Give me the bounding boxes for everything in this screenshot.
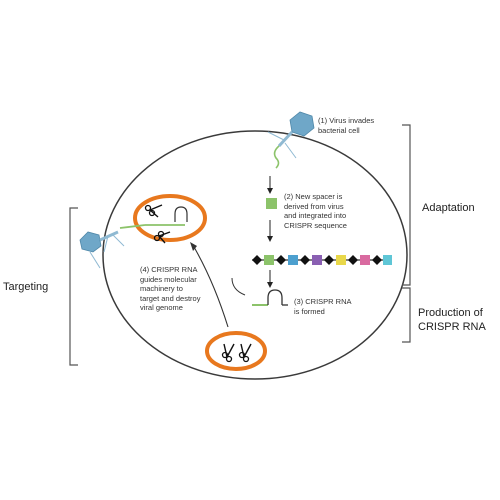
scissors-icon — [153, 230, 171, 244]
arrow-down-1 — [267, 176, 273, 194]
arrow-curve-to-target — [190, 242, 246, 328]
phage-icon — [79, 230, 125, 269]
targeting-bracket — [69, 207, 78, 366]
new-spacer — [266, 198, 277, 209]
phage-icon — [267, 111, 315, 169]
phase-targeting: Targeting — [3, 281, 49, 293]
phase-production: Production of CRISPR RNA — [418, 307, 486, 333]
scissors-icon — [238, 343, 252, 363]
bacterial-cell — [102, 130, 408, 380]
arrow-down-3 — [267, 270, 273, 288]
machinery-complex — [205, 331, 267, 371]
crispr-array — [252, 255, 392, 265]
step4-label: (4) CRISPR RNA guides molecular machiner… — [140, 265, 201, 312]
step1-label: (1) Virus invades bacterial cell — [318, 116, 375, 135]
targeting-complex — [119, 194, 207, 242]
scissors-icon — [221, 343, 235, 363]
phase-adaptation: Adaptation — [422, 202, 475, 214]
step2-label: (2) New spacer is derived from virus and… — [284, 192, 347, 230]
production-bracket — [402, 287, 411, 343]
adaptation-bracket — [402, 124, 411, 286]
arrow-down-2 — [267, 220, 273, 242]
rna-hairpin-icon — [252, 289, 288, 306]
step3-label: (3) CRISPR RNA is formed — [294, 297, 352, 316]
scissors-icon — [144, 204, 163, 218]
